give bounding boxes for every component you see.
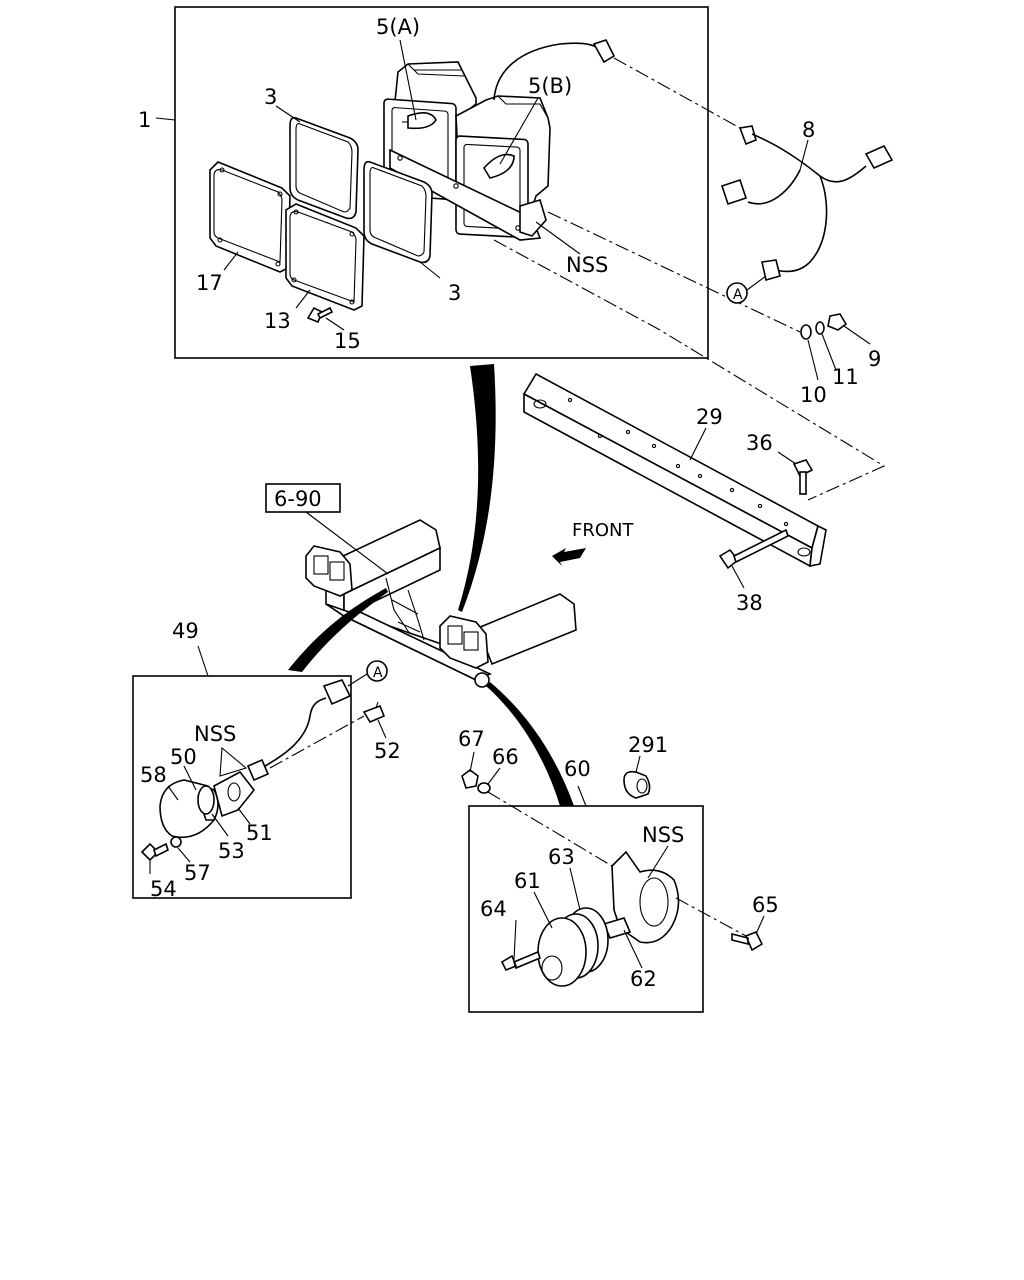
label-front: FRONT bbox=[572, 520, 634, 541]
pointer-to-60 bbox=[486, 682, 574, 806]
bolt-36 bbox=[792, 459, 814, 495]
lens-17 bbox=[209, 161, 291, 273]
label-8: 8 bbox=[802, 118, 815, 142]
label-17: 17 bbox=[196, 271, 223, 295]
harness-49-wire bbox=[257, 697, 327, 771]
label-51: 51 bbox=[246, 821, 273, 845]
lamp-housing-5a bbox=[383, 61, 477, 201]
label-66: 66 bbox=[492, 745, 519, 769]
label-61: 61 bbox=[514, 869, 541, 893]
lamp-plug bbox=[592, 39, 616, 64]
label-50: 50 bbox=[170, 745, 197, 769]
label-11: 11 bbox=[832, 365, 859, 389]
frame-lamp-left bbox=[305, 545, 353, 597]
label-nss-right: NSS bbox=[642, 823, 684, 847]
bracket-29 bbox=[522, 372, 827, 568]
label-29: 29 bbox=[696, 405, 723, 429]
label-54: 54 bbox=[150, 877, 177, 901]
assembly-box-49 bbox=[132, 675, 352, 899]
front-arrow-icon bbox=[552, 548, 586, 566]
label-57: 57 bbox=[184, 861, 211, 885]
label-49: 49 bbox=[172, 619, 199, 643]
leader-lines bbox=[149, 39, 871, 969]
pointer-to-top bbox=[458, 364, 496, 612]
label-3a: 3 bbox=[264, 85, 277, 109]
label-58: 58 bbox=[140, 763, 167, 787]
pointer-to-49 bbox=[288, 588, 388, 672]
screw-15 bbox=[306, 306, 334, 324]
label-60: 60 bbox=[564, 757, 591, 781]
hardware-9-10-11 bbox=[800, 313, 848, 340]
label-64: 64 bbox=[480, 897, 507, 921]
harness-8 bbox=[720, 125, 894, 282]
label-ref-6-90: 6-90 bbox=[274, 487, 322, 511]
label-291: 291 bbox=[628, 733, 668, 757]
screw-54 bbox=[140, 836, 182, 862]
label-67: 67 bbox=[458, 727, 485, 751]
label-9: 9 bbox=[868, 347, 881, 371]
label-10: 10 bbox=[800, 383, 827, 407]
gasket-3a bbox=[289, 116, 359, 220]
label-52: 52 bbox=[374, 739, 401, 763]
lens-13 bbox=[285, 203, 365, 311]
label-circle-a-left: A bbox=[373, 665, 383, 681]
label-1: 1 bbox=[138, 108, 151, 132]
bolt-38 bbox=[718, 528, 789, 570]
label-nss-left: NSS bbox=[194, 722, 236, 746]
assembly-box-1 bbox=[174, 6, 709, 359]
label-38: 38 bbox=[736, 591, 763, 615]
label-13: 13 bbox=[264, 309, 291, 333]
lamp-wire bbox=[493, 42, 599, 101]
label-36: 36 bbox=[746, 431, 773, 455]
label-53: 53 bbox=[218, 839, 245, 863]
nut-67 bbox=[461, 769, 479, 789]
ref-box-6-90 bbox=[265, 483, 341, 513]
vehicle-frame bbox=[324, 519, 577, 682]
label-circle-a-top: A bbox=[733, 287, 743, 303]
label-63: 63 bbox=[548, 845, 575, 869]
bolt-65 bbox=[731, 930, 764, 952]
side-lamp-58 bbox=[159, 770, 256, 839]
label-15: 15 bbox=[334, 329, 361, 353]
label-nss-top: NSS bbox=[566, 253, 608, 277]
circle-a-top-marker bbox=[726, 282, 748, 304]
washer-66 bbox=[477, 782, 491, 794]
grommet-291 bbox=[623, 770, 651, 799]
fog-lamp-61 bbox=[537, 907, 609, 987]
screw-64 bbox=[500, 950, 541, 972]
circle-a-left-marker bbox=[366, 660, 388, 682]
label-62: 62 bbox=[630, 967, 657, 991]
label-65: 65 bbox=[752, 893, 779, 917]
frame-lamp-right bbox=[439, 615, 490, 688]
label-5a: 5(A) bbox=[376, 15, 420, 39]
label-5b: 5(B) bbox=[528, 74, 572, 98]
label-3b: 3 bbox=[448, 281, 461, 305]
lamp-base-plate bbox=[389, 148, 542, 241]
